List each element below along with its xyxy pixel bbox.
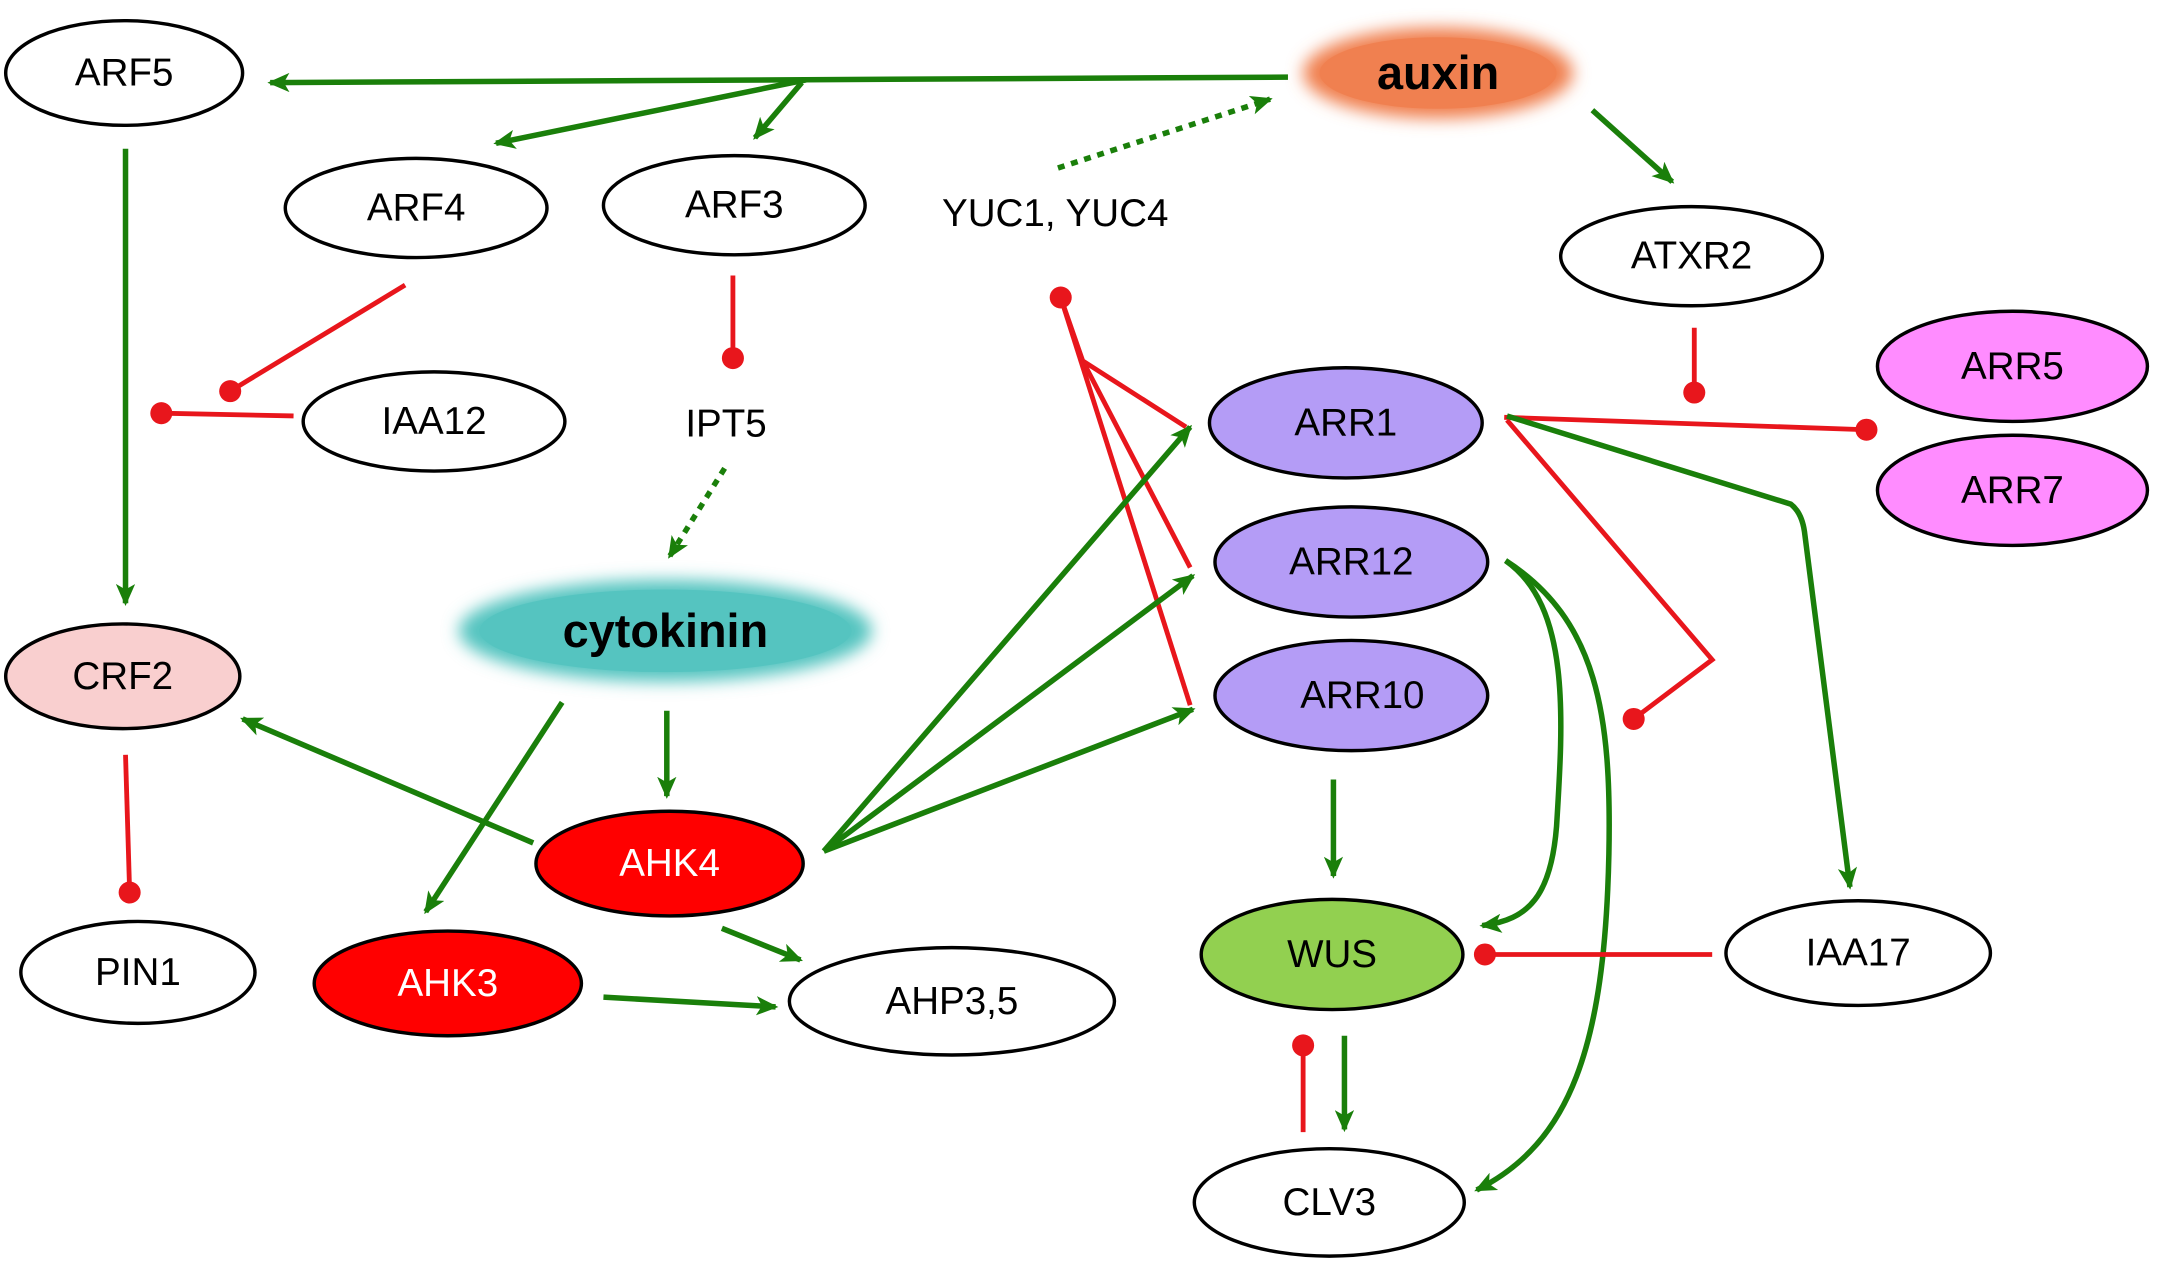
node-label: IAA12: [382, 400, 487, 443]
node-shape: [301, 370, 567, 473]
edge-iaa12-inhibits-arf5: [161, 410, 294, 419]
inhibition-dot: [1473, 943, 1496, 966]
node-label: WUS: [1287, 933, 1377, 976]
nodes: ARF5 auxin ARF4 ARF3 YUC1, YUC4 ATXR2: [3, 18, 2150, 1258]
node-shape: [1199, 897, 1465, 1012]
node-label: AHP3,5: [885, 980, 1018, 1023]
node-label: ARF3: [685, 184, 784, 227]
edge-ahk4-to-ahp35: [720, 925, 803, 963]
node-clv3: CLV3: [1192, 1146, 1466, 1258]
node-label: ATXR2: [1631, 235, 1752, 278]
edges: [115, 72, 1878, 1193]
node-arr5: ARR5: [1875, 309, 2150, 424]
node-arf3: ARF3: [601, 153, 867, 257]
node-shape: [601, 153, 867, 257]
node-ipt5: IPT5: [685, 403, 766, 446]
node-arr10: ARR10: [1213, 638, 1490, 753]
node-arr1: ARR1: [1207, 366, 1484, 480]
edge-ahk4-to-arr12: [822, 573, 1196, 854]
inhibition-dot: [219, 380, 242, 403]
node-label: PIN1: [95, 951, 181, 994]
inhibition-dot: [1855, 418, 1878, 441]
edge-arr1-inhibits-arr12-arr10: [1505, 418, 1716, 721]
edge-ahk3-to-ahp35: [603, 994, 779, 1016]
inhibition-dot: [1049, 286, 1072, 309]
node-label: YUC1, YUC4: [942, 192, 1168, 235]
node-iaa17: IAA17: [1724, 899, 1993, 1008]
node-shape: [3, 622, 242, 731]
node-label: ARF4: [367, 186, 466, 229]
edge-cytokinin-to-ahk3: [423, 700, 565, 915]
node-shape: [19, 919, 257, 1026]
node-auxin: auxin: [1303, 27, 1574, 119]
node-label: ARF5: [75, 51, 174, 94]
edge-arr1-to-iaa17: [1506, 413, 1858, 890]
node-arf4: ARF4: [283, 156, 549, 260]
hormone-core: [1319, 37, 1557, 109]
node-shape: [312, 929, 584, 1038]
node-label: ARR10: [1300, 674, 1424, 717]
node-shape: [1724, 899, 1993, 1008]
node-shape: [1192, 1146, 1466, 1258]
node-label: AHK3: [397, 962, 498, 1005]
node-ahp35: AHP3,5: [787, 945, 1117, 1057]
edge-arr12-to-wus: [1479, 558, 1564, 933]
node-shape: [1207, 366, 1484, 480]
hormone-label: auxin: [1377, 47, 1499, 99]
node-crf2: CRF2: [3, 622, 242, 731]
edge-arr1-inhibits-arr5-arr7: [1504, 414, 1867, 433]
edge-auxin-to-atxr2: [1590, 108, 1675, 184]
node-shape: [1875, 433, 2150, 548]
edge-ipt5-to-cytokinin: [667, 466, 727, 559]
edge-ahk4-to-arr10: [822, 706, 1196, 854]
edge-crf2-inhibits-pin1: [123, 754, 133, 893]
node-yuc1-yuc4: YUC1, YUC4: [942, 192, 1168, 235]
node-arr7: ARR7: [1875, 433, 2150, 548]
inhibition-dot: [150, 402, 173, 425]
edge-ahk4-to-arr1: [821, 424, 1193, 853]
hormone-label: cytokinin: [563, 605, 769, 657]
node-arf5: ARF5: [3, 18, 245, 128]
edge-ahk4-to-crf2: [240, 716, 535, 846]
edge-arr-b-inhibits-yuc: [1080, 359, 1193, 569]
node-label: IPT5: [685, 403, 766, 446]
node-shape: [1875, 309, 2150, 424]
node-shape: [3, 18, 245, 128]
node-shape: [1213, 505, 1490, 619]
inhibition-dot: [118, 881, 141, 904]
inhibition-dot: [721, 347, 744, 370]
node-label: IAA17: [1806, 932, 1911, 975]
node-label: ARR5: [1961, 345, 2064, 388]
node-ahk4: AHK4: [534, 809, 805, 918]
node-shape: [534, 809, 805, 918]
node-cytokinin: cytokinin: [458, 579, 873, 682]
hormone-core: [479, 589, 852, 673]
edge-auxin-to-arf4: [493, 77, 807, 149]
node-pin1: PIN1: [19, 919, 257, 1026]
node-shape: [283, 156, 549, 260]
edge-yuc-to-auxin: [1057, 95, 1273, 171]
node-ahk3: AHK3: [312, 929, 584, 1038]
node-shape: [1213, 638, 1490, 753]
node-shape: [1558, 204, 1825, 308]
inhibition-dot: [1292, 1034, 1315, 1057]
node-iaa12: IAA12: [301, 370, 567, 473]
node-wus: WUS: [1199, 897, 1465, 1012]
node-label: ARR7: [1961, 469, 2064, 512]
edge-auxin-to-arf3: [752, 80, 804, 140]
node-label: CRF2: [72, 655, 173, 698]
edge-auxin-to-arf5: [267, 72, 1288, 93]
edge-arf4-inhibits-iaa12: [228, 283, 407, 394]
node-label: CLV3: [1283, 1181, 1377, 1224]
edge-arr12-to-clv3: [1474, 558, 1612, 1193]
node-shape: [787, 945, 1117, 1057]
inhibition-dot: [1622, 707, 1645, 730]
node-atxr2: ATXR2: [1558, 204, 1825, 308]
inhibition-dot: [1683, 381, 1706, 404]
node-label: AHK4: [619, 842, 720, 885]
node-label: ARR1: [1294, 401, 1397, 444]
node-label: ARR12: [1289, 540, 1413, 583]
node-arr12: ARR12: [1213, 505, 1490, 619]
